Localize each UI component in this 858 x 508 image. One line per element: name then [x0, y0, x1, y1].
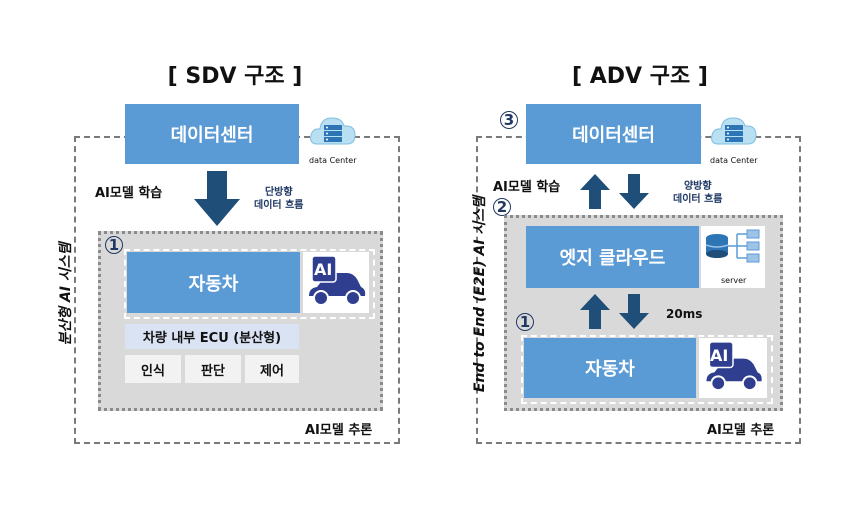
server-icon: server — [701, 226, 765, 288]
cloud-caption: data Center — [309, 156, 357, 165]
sdv-vehicle-wrap — [124, 249, 375, 319]
adv-step-1: 1 — [516, 313, 534, 331]
up-arrow — [580, 174, 610, 209]
adv-step-2: 2 — [493, 198, 511, 216]
adv-train-label: AI모델 학습 — [493, 180, 561, 195]
adv-vehicle-wrap — [521, 335, 773, 404]
sdv-step-1: 1 — [105, 236, 123, 254]
adv-step-3: 3 — [500, 111, 518, 129]
adv-data-center-box: 데이터센터 — [526, 104, 701, 164]
sdv-vehicle-box: 자동차 — [127, 252, 300, 313]
adv-title: [ ADV 구조 ] — [572, 64, 708, 89]
ai-badge-2: AI — [710, 346, 729, 365]
cloud-server-icon-2: data Center — [708, 108, 760, 170]
cloud-caption-2: data Center — [710, 156, 758, 165]
sdv-data-center-box: 데이터센터 — [125, 104, 299, 164]
ai-badge: AI — [314, 260, 333, 279]
sdv-infer-label: AI모델 추론 — [305, 423, 373, 438]
edge-cloud-box: 엣지 클라우드 — [526, 226, 699, 288]
down-arrow — [194, 171, 240, 226]
latency-label: 20ms — [666, 307, 703, 321]
sdv-train-label: AI모델 학습 — [95, 186, 163, 201]
cloud-server-icon: data Center — [307, 108, 359, 170]
sdv-flow-label: 단방향 데이터 흐름 — [254, 187, 304, 211]
up-arrow-2 — [580, 294, 610, 329]
ai-car-icon: AI — [303, 252, 369, 313]
down-arrow-3 — [619, 294, 649, 329]
sdv-func-judgment: 판단 — [185, 355, 241, 383]
adv-infer-label: AI모델 추론 — [707, 423, 775, 438]
server-caption: server — [721, 276, 747, 285]
ai-car-icon-2: AI — [699, 338, 767, 398]
adv-flow-label: 양방향 데이터 흐름 — [673, 181, 723, 205]
sdv-func-control: 제어 — [245, 355, 299, 383]
adv-system-label: End to End (E2E) AI 시스템 — [472, 195, 488, 393]
adv-vehicle-box: 자동차 — [524, 338, 696, 398]
sdv-title: [ SDV 구조 ] — [167, 64, 303, 89]
sdv-func-recognition: 인식 — [125, 355, 181, 383]
sdv-system-label: 분산형 AI 시스템 — [58, 242, 74, 346]
down-arrow-2 — [619, 174, 649, 209]
sdv-ecu-box: 차량 내부 ECU (분산형) — [125, 324, 299, 349]
